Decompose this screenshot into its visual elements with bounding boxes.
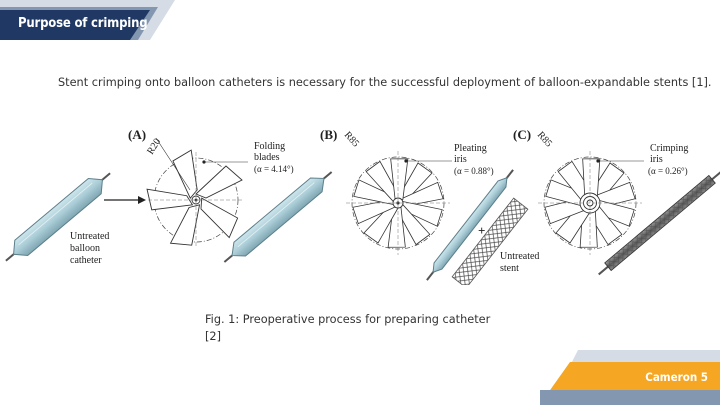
panel-c-angle: (α = 0.26°) bbox=[648, 166, 688, 176]
process-arrow bbox=[104, 196, 146, 204]
crimping-iris-tool bbox=[538, 151, 644, 255]
footer-banner-orange-stripe bbox=[548, 362, 720, 393]
folding-blades-tool bbox=[146, 137, 248, 248]
folded-balloon-catheter bbox=[223, 171, 333, 263]
panel-c-radius: R85 bbox=[535, 130, 554, 150]
title-banner bbox=[0, 0, 720, 60]
panel-a: (A) R20 Folding blades (α = 4.14°) Untre… bbox=[5, 127, 333, 266]
untreated-balloon-catheter bbox=[5, 172, 111, 262]
panel-c-label: (C) bbox=[513, 127, 531, 142]
panel-b-tool-line1: Pleating bbox=[454, 143, 487, 154]
panel-c-tool-line1: Crimping bbox=[650, 143, 688, 154]
panel-a-radius: R20 bbox=[145, 137, 163, 157]
figure-caption: Fig. 1: Preoperative process for prepari… bbox=[205, 313, 491, 343]
untreated-stent bbox=[451, 197, 529, 285]
panel-b: (B) R85 Pleating iris (α = 0.88°) + Untr… bbox=[320, 127, 539, 285]
panel-a-note-line2: balloon bbox=[70, 243, 100, 254]
panel-b-note-line1: Untreated bbox=[500, 251, 539, 262]
panel-b-label: (B) bbox=[320, 127, 337, 142]
panel-a-note-line3: catheter bbox=[70, 255, 102, 266]
panel-a-angle: (α = 4.14°) bbox=[254, 164, 294, 174]
panel-a-tool-line1: Folding bbox=[254, 141, 285, 152]
footer-banner bbox=[540, 350, 720, 405]
panel-b-radius: R85 bbox=[342, 130, 361, 150]
pleating-iris-tool bbox=[346, 151, 452, 255]
panel-a-note-line1: Untreated bbox=[70, 231, 109, 242]
page-title: Purpose of crimping bbox=[18, 16, 148, 31]
panel-a-label: (A) bbox=[128, 127, 146, 142]
panel-b-plus: + bbox=[478, 223, 485, 238]
crimped-stent-catheter bbox=[598, 170, 720, 276]
footer-label: Cameron 5 bbox=[645, 370, 708, 384]
title-banner-dark-stripe bbox=[0, 10, 150, 40]
intro-text: Stent crimping onto balloon catheters is… bbox=[58, 76, 712, 89]
pleated-balloon-catheter bbox=[426, 169, 514, 281]
footer-banner-bottom-stripe bbox=[540, 390, 720, 405]
panel-c: (C) R85 Crimping iris (α = 0.26°) bbox=[513, 127, 720, 276]
panel-a-tool-line2: blades bbox=[254, 152, 280, 163]
crimping-figure: (A) R20 Folding blades (α = 4.14°) Untre… bbox=[5, 127, 720, 285]
panel-c-tool-line2: iris bbox=[650, 154, 663, 165]
panel-b-note-line2: stent bbox=[500, 263, 519, 274]
panel-b-tool-line2: iris bbox=[454, 154, 467, 165]
panel-b-angle: (α = 0.88°) bbox=[454, 166, 494, 176]
